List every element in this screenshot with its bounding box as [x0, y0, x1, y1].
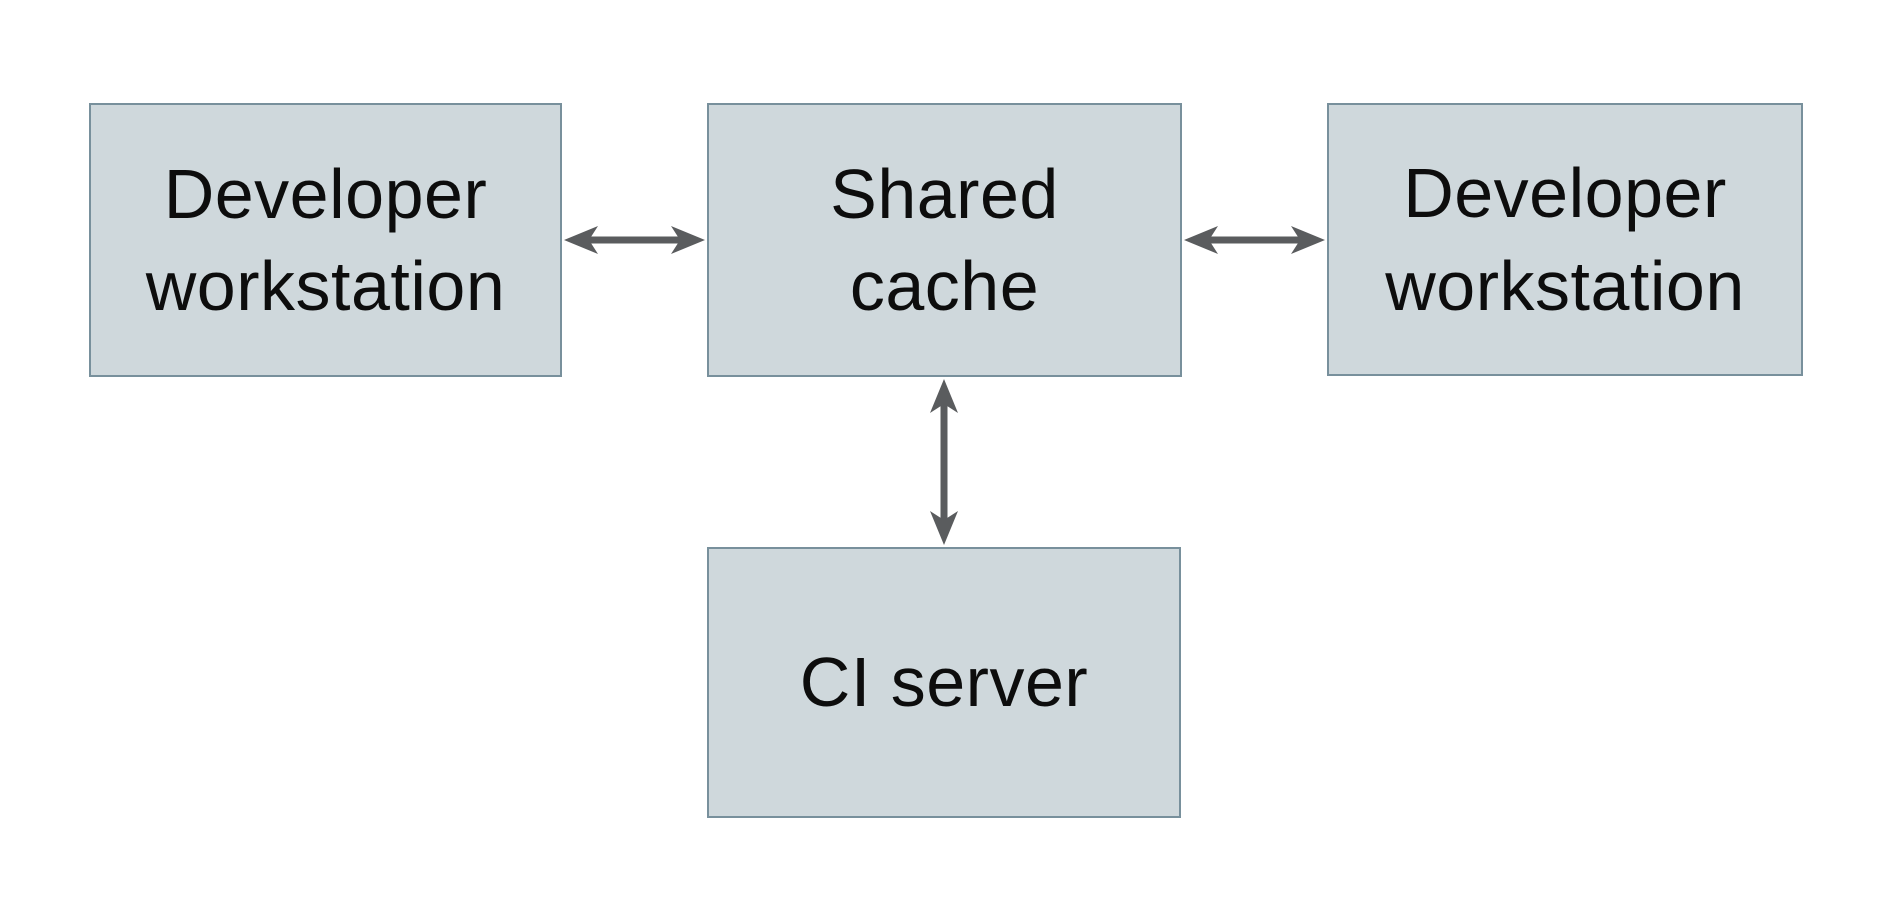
arrowhead-down-icon [930, 511, 958, 545]
node-developer-workstation-left: Developer workstation [89, 103, 562, 377]
node-label-shared-cache: Shared cache [830, 154, 1059, 325]
node-shared-cache: Shared cache [707, 103, 1182, 377]
node-ci-server: CI server [707, 547, 1181, 818]
node-label-developer-workstation-right: Developer workstation [1385, 154, 1745, 325]
arrowhead-right-icon [671, 226, 705, 254]
node-label-ci-server: CI server [799, 643, 1089, 722]
node-label-developer-workstation-left: Developer workstation [145, 154, 506, 325]
arrow-shared-cache-dev-right [1184, 226, 1325, 254]
arrowhead-up-icon [930, 379, 958, 413]
arrowhead-left-icon [1184, 226, 1218, 254]
arrow-dev-left-shared-cache [564, 226, 705, 254]
arrowhead-left-icon [564, 226, 598, 254]
node-developer-workstation-right: Developer workstation [1327, 103, 1803, 376]
arrowhead-right-icon [1291, 226, 1325, 254]
arrow-shared-cache-ci-server [930, 379, 958, 545]
